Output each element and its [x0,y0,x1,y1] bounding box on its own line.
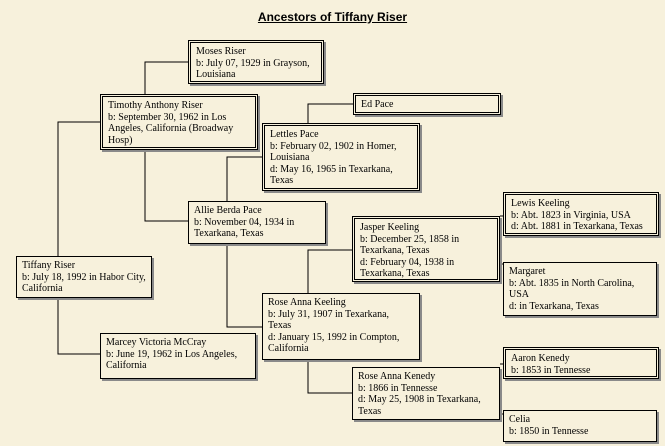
person-death: d: May 16, 1965 in Texarkana, Texas [270,163,393,187]
person-name: Margaret [509,266,546,277]
person-birth: b: February 02, 1902 in Homer, Louisiana [270,140,397,164]
person-box-timothy-riser[interactable]: Timothy Anthony Riser b: September 30, 1… [100,94,258,150]
person-box-moses-riser[interactable]: Moses Riser b: July 07, 1929 in Grayson,… [188,40,324,84]
person-name: Celia [509,414,531,425]
person-birth: b: June 19, 1962 in Los Angeles, Califor… [106,348,238,372]
person-birth: b: November 04, 1934 in Texarkana, Texas [194,216,295,240]
person-birth: b: July 18, 1992 in Habor City, Californ… [22,271,146,295]
person-box-rose-anna-keeling[interactable]: Rose Anna Keeling b: July 31, 1907 in Te… [262,293,420,360]
person-name: Ed Pace [361,99,394,110]
person-box-margaret[interactable]: Margaret b: Abt. 1835 in North Carolina,… [503,262,657,316]
person-box-lettles-pace[interactable]: Lettles Pace b: February 02, 1902 in Hom… [262,123,420,191]
person-name: Rose Anna Keeling [268,297,346,308]
person-birth: b: 1853 in Tennesse [511,364,591,376]
person-birth: b: September 30, 1962 in Los Angeles, Ca… [108,111,234,146]
person-death: d: February 04, 1938 in Texarkana, Texas [360,256,455,280]
connector-tiffany-timothy [57,121,100,256]
connector-rose-jasper [307,249,352,293]
person-box-ed-pace[interactable]: Ed Pace [353,93,501,115]
person-birth: b: December 25, 1858 in Texarkana, Texas [360,233,460,257]
person-box-jasper-keeling[interactable]: Jasper Keeling b: December 25, 1858 in T… [352,216,500,282]
person-name: Lewis Keeling [511,198,570,209]
person-name: Aaron Kenedy [511,353,570,364]
person-name: Allie Berda Pace [194,205,262,216]
person-death: d: May 25, 1908 in Texarkana, Texas [358,394,481,417]
person-birth: b: July 07, 1929 in Grayson, Louisiana [196,57,310,81]
person-box-allie-pace[interactable]: Allie Berda Pace b: November 04, 1934 in… [188,201,326,244]
connector-allie-rose-keeling [226,244,262,328]
person-death: d: Abt. 1881 in Texarkana, Texas [511,221,643,232]
person-box-marcey-mccray[interactable]: Marcey Victoria McCray b: June 19, 1962 … [100,333,256,379]
person-birth: b: July 31, 1907 in Texarkana, Texas [268,308,390,332]
person-box-rose-anna-kenedy[interactable]: Rose Anna Kenedy b: 1866 in Tennesse d: … [352,367,500,420]
person-box-tiffany-riser[interactable]: Tiffany Riser b: July 18, 1992 in Habor … [16,256,152,298]
connector-timothy-allie [144,150,188,222]
person-death: d: January 15, 1992 in Compton, Californ… [268,331,400,355]
person-birth: b: Abt. 1823 in Virginia, USA [511,209,631,221]
connector-tiffany-marcey [57,298,100,355]
connector-timothy-moses [144,61,188,94]
person-name: Tiffany Riser [22,260,76,271]
person-name: Marcey Victoria McCray [106,337,207,348]
person-name: Rose Anna Kenedy [358,371,436,382]
person-name: Jasper Keeling [360,222,420,233]
person-box-celia[interactable]: Celia b: 1850 in Tennesse [503,410,657,442]
person-box-lewis-keeling[interactable]: Lewis Keeling b: Abt. 1823 in Virginia, … [503,192,659,236]
person-birth: b: 1850 in Tennesse [509,425,589,437]
person-name: Moses Riser [196,46,246,57]
person-birth: b: 1866 in Tennesse [358,382,438,394]
connector-rose-kenedy [307,360,352,394]
person-name: Lettles Pace [270,129,319,140]
person-box-aaron-kenedy[interactable]: Aaron Kenedy b: 1853 in Tennesse [503,347,659,379]
person-name: Timothy Anthony Riser [108,100,203,111]
chart-title: Ancestors of Tiffany Riser [257,10,408,24]
connector-allie-lettles [226,156,262,201]
connector-lettles-ed [307,103,353,123]
person-birth: b: Abt. 1835 in North Carolina, USA [509,277,635,301]
person-death: d: in Texarkana, Texas [509,300,599,312]
